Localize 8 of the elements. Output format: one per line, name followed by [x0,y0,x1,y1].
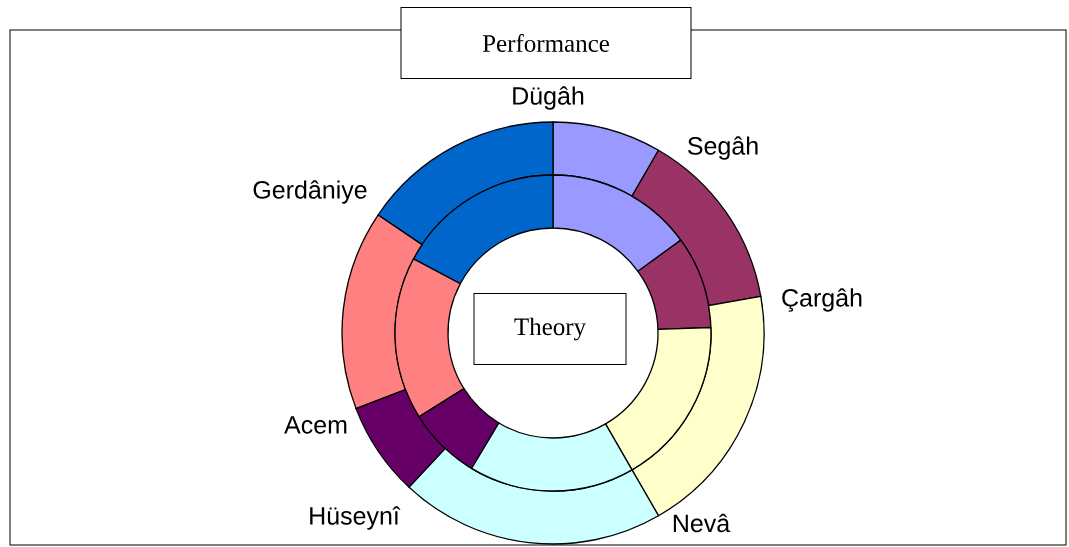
segment-label: Gerdâniye [253,180,367,204]
segment-label: Hüseynî [310,506,401,530]
segment-label: Acem [284,416,347,434]
label-box: Performance [400,7,692,79]
segment-label: Segâh [688,136,758,160]
segment-label: Çargâh [782,288,862,312]
label-box: Theory [473,293,627,365]
segment-label: Nevâ [673,513,731,533]
